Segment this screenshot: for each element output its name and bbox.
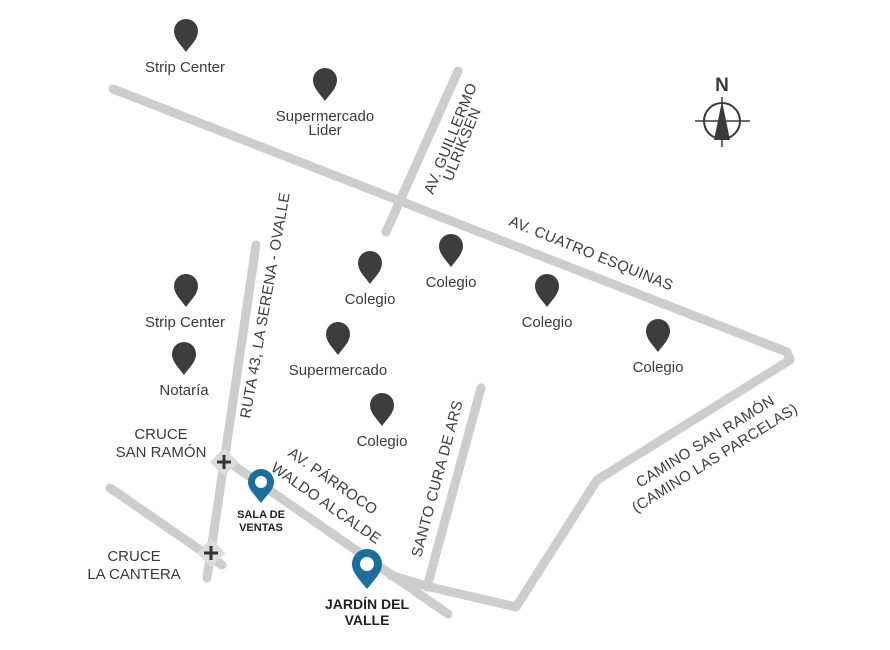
road-camino-san-ramon (511, 355, 795, 612)
label-cruce-la-cantera-line1: CRUCE (107, 548, 160, 565)
poi-colegio-2: Colegio (426, 274, 477, 291)
road-av-guillermo-ulriksen (381, 66, 463, 237)
map-pin-icon-supermercado (326, 322, 350, 355)
label-cruce-la-cantera-line2: LA CANTERA (87, 566, 180, 583)
map-pin-icon-colegio-3 (535, 274, 559, 307)
label-sala-de-ventas-line1: SALA DE (237, 509, 285, 521)
map-pin-icon-colegio-2 (439, 234, 463, 267)
map-pin-icon-colegio-1 (358, 251, 382, 284)
poi-strip-center-west: Strip Center (145, 314, 225, 331)
label-jardin-del-valle-line2: VALLE (345, 612, 390, 628)
poi-colegio-5: Colegio (357, 433, 408, 450)
label-jardin-del-valle-line1: JARDÍN DEL (325, 596, 409, 612)
map-pin-icon-notaria (172, 342, 196, 375)
poi-supermercado-lider-line1: Supermercado (276, 108, 374, 125)
road-santo-cura-de-ars (422, 383, 486, 592)
compass-rose-icon (695, 97, 750, 147)
map-pin-icon-colegio-4 (646, 319, 670, 352)
label-cruce-san-ramon-line2: SAN RAMÓN (116, 444, 207, 461)
location-pin-icon-sala-de-ventas (248, 469, 274, 503)
cross-icon-san-ramon (209, 447, 239, 477)
poi-strip-center-north: Strip Center (145, 59, 225, 76)
map-pin-icon-supermercado-lider (313, 68, 337, 101)
map-pin-icon-colegio-5 (370, 393, 394, 426)
poi-colegio-1: Colegio (345, 291, 396, 308)
poi-colegio-4: Colegio (633, 359, 684, 376)
location-pin-icon-jardin-del-valle (352, 549, 382, 589)
label-sala-de-ventas-line2: VENTAS (239, 522, 283, 534)
north-indicator-label: N (715, 75, 729, 96)
road-ruta-43 (202, 240, 261, 583)
label-cruce-san-ramon-line1: CRUCE (134, 426, 187, 443)
poi-supermercado-lider-line2: Lider (308, 122, 341, 139)
poi-supermercado: Supermercado (289, 362, 387, 379)
map-pin-icon-strip-center-west (174, 274, 198, 307)
map-pin-icon-strip-center-north (174, 19, 198, 52)
poi-colegio-3: Colegio (522, 314, 573, 331)
poi-notaria: Notaría (159, 382, 209, 399)
cross-icon-la-cantera (196, 538, 226, 568)
label-camino-san-ramon-line2: (CAMINO LAS PARCELAS) (629, 400, 801, 516)
